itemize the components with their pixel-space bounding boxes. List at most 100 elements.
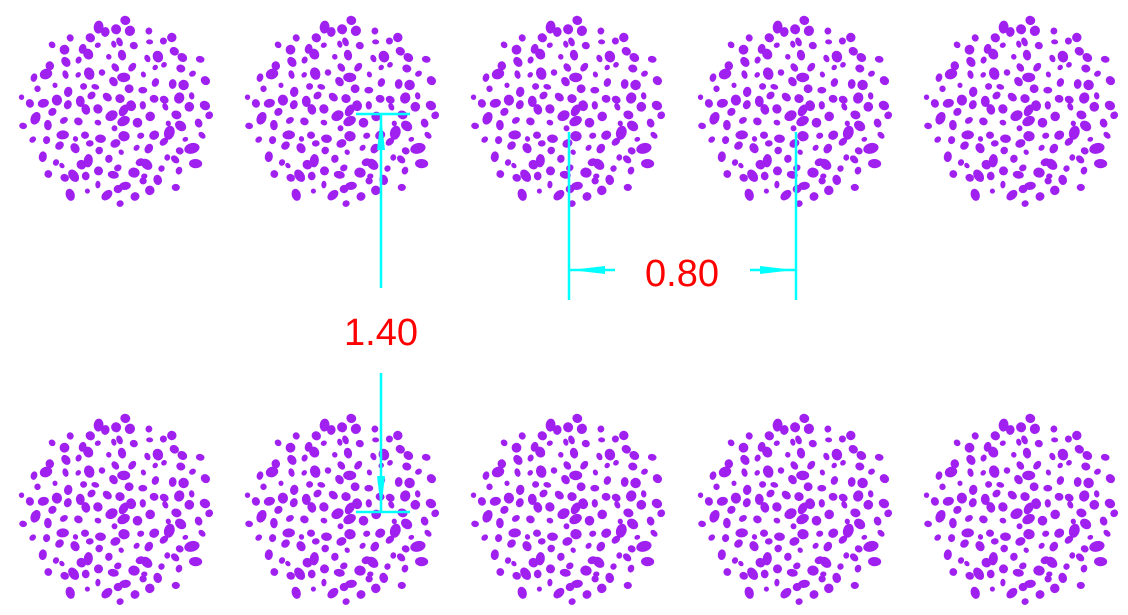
tree-dot xyxy=(557,110,570,122)
tree-dot xyxy=(370,143,380,154)
tree-dot xyxy=(391,518,397,525)
tree-dot xyxy=(537,431,547,441)
tree-dot xyxy=(708,534,716,541)
tree-dot xyxy=(1093,490,1100,498)
tree-dot xyxy=(850,508,861,518)
tree-dot xyxy=(95,532,106,541)
tree-dot xyxy=(1089,101,1100,112)
tree-dot xyxy=(1103,131,1111,139)
tree-dot xyxy=(610,165,617,172)
tree-dot xyxy=(101,425,110,435)
tree-dot xyxy=(953,505,962,514)
tree-dot xyxy=(75,493,85,506)
tree-dot xyxy=(51,492,63,504)
tree-dot xyxy=(863,142,879,154)
tree-dot xyxy=(884,509,893,518)
tree-dot xyxy=(265,68,279,80)
tree-dot xyxy=(998,104,1008,114)
tree-dot xyxy=(828,492,838,501)
tree-dot xyxy=(343,470,357,481)
tree-dot xyxy=(545,166,556,176)
tree-dot xyxy=(342,37,349,47)
tree-dot xyxy=(1023,547,1029,553)
tree-dot xyxy=(486,483,493,491)
tree-dot xyxy=(396,155,406,164)
tree-dot xyxy=(773,119,781,126)
tree-dot xyxy=(52,82,58,88)
tree-dot xyxy=(816,530,824,537)
tree-dot xyxy=(1064,435,1072,443)
tree-dot xyxy=(553,425,562,435)
tree-dot xyxy=(352,498,363,510)
tree-dot xyxy=(621,46,631,56)
tree-dot xyxy=(580,167,592,178)
tree-dot xyxy=(128,167,140,178)
tree-dot xyxy=(1016,422,1027,433)
tree-dot xyxy=(331,508,344,520)
tree-dot xyxy=(780,189,792,201)
tree-dot xyxy=(285,116,294,124)
tree-dot xyxy=(137,132,145,139)
tree-dot xyxy=(311,538,320,545)
tree-dot xyxy=(934,534,942,541)
tree-dot xyxy=(774,180,780,189)
tree-dot xyxy=(971,34,979,42)
tree-dot xyxy=(790,461,799,470)
tree-dot xyxy=(1082,450,1093,461)
tree-dot xyxy=(111,523,118,530)
tree-dot xyxy=(1050,185,1060,196)
tree-dot xyxy=(401,166,409,175)
tree-dot xyxy=(848,46,858,56)
tree-dot xyxy=(773,42,780,48)
tree-dot xyxy=(657,509,666,518)
tree-dot xyxy=(81,569,90,579)
tree-dot xyxy=(641,158,655,169)
tree-dot xyxy=(81,502,91,513)
tree-dot xyxy=(145,111,156,122)
tree-dot xyxy=(288,468,295,477)
tree-dot xyxy=(496,170,505,178)
tree-dot xyxy=(481,534,489,541)
tree-dot xyxy=(65,586,75,599)
vertical-dimension-label: 1.40 xyxy=(344,312,418,354)
tree-dot xyxy=(87,91,96,100)
tree-dot xyxy=(365,101,372,110)
tree-dot xyxy=(515,498,524,508)
tree-dot xyxy=(977,136,984,142)
tree-dot xyxy=(949,517,957,529)
tree-dot xyxy=(823,541,833,552)
tree-dot xyxy=(847,79,856,89)
tree-dot xyxy=(30,111,41,125)
tree-dot xyxy=(337,24,348,35)
tree-dot xyxy=(753,117,762,126)
tree-dot xyxy=(1023,529,1035,540)
tree-dot xyxy=(935,509,946,523)
tree-dot xyxy=(614,103,621,111)
tree-dot xyxy=(591,575,599,583)
tree-dot xyxy=(152,462,158,469)
tree-dot xyxy=(319,502,329,512)
tree-dot xyxy=(137,530,145,537)
tree-dot xyxy=(980,72,986,78)
tree-dot xyxy=(627,147,636,155)
tree-dot xyxy=(576,482,586,492)
tree-dot xyxy=(317,84,326,90)
tree-dot xyxy=(939,85,946,93)
tree-dot xyxy=(306,83,314,90)
tree-dot xyxy=(138,86,148,94)
tree-dot xyxy=(159,137,169,146)
tree-dot xyxy=(320,42,327,48)
tree-dot xyxy=(175,147,184,155)
tree-dot xyxy=(762,67,774,80)
tree-dot xyxy=(174,490,185,502)
tree-dot xyxy=(1073,79,1082,89)
tree-dot xyxy=(735,528,748,538)
tree-dot xyxy=(1011,53,1017,60)
tree-dot xyxy=(128,565,140,576)
tree-dot xyxy=(471,520,479,528)
tree-dot xyxy=(717,151,726,163)
tree-dot xyxy=(582,590,592,599)
tree-dot xyxy=(526,117,535,126)
tree-dot xyxy=(850,581,859,589)
tree-dot xyxy=(708,136,716,143)
